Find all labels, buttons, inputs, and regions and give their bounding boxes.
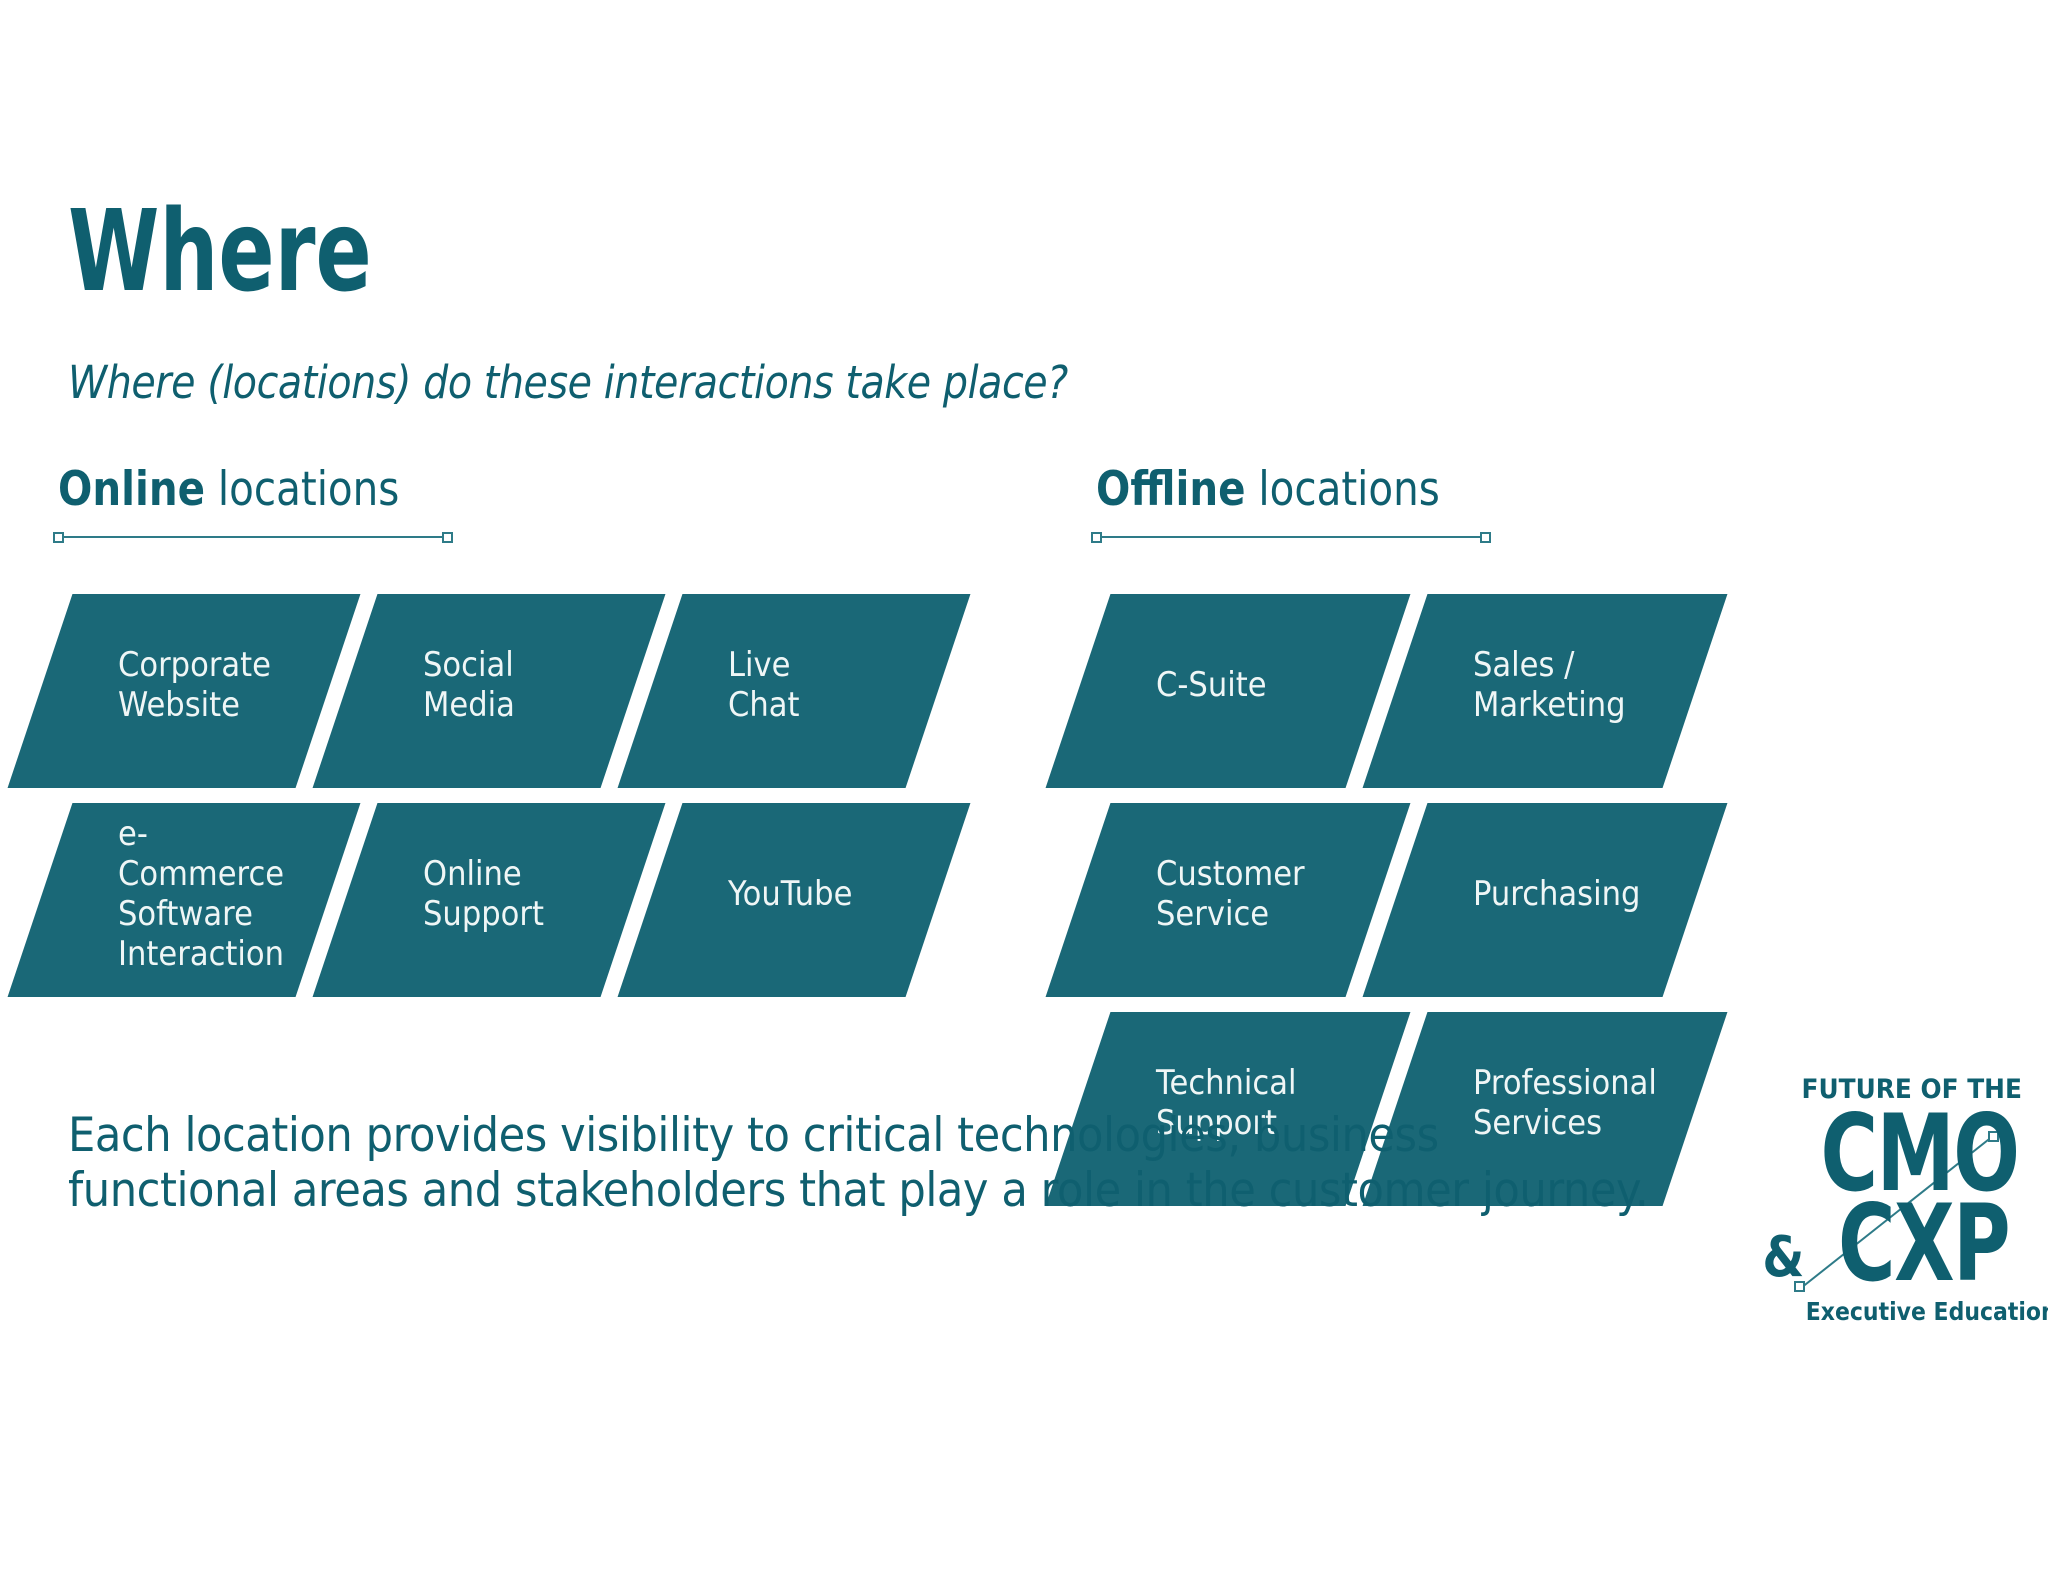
card-live-chat: Live Chat (617, 594, 971, 788)
page-title-text: Where (68, 187, 372, 317)
offline-underline (1091, 532, 1491, 543)
logo-cxp: CXP (1837, 1182, 2011, 1306)
card-sales-marketing: Sales / Marketing (1362, 594, 1728, 788)
logo-diagonal-line (1794, 1131, 1999, 1292)
card-purchasing: Purchasing (1362, 803, 1728, 997)
offline-heading: Offline locations (1096, 462, 1440, 517)
footer-line-1: Each location provides visibility to cri… (68, 1108, 1439, 1163)
online-heading: Online locations (58, 462, 399, 517)
logo-amp-cxp: & CXP (1762, 1191, 2010, 1297)
card-label: Sales / Marketing (1473, 645, 1626, 725)
logo-future-cmo-cxp: FUTURE OF THE CMO & CXP Executive Educat… (1762, 1074, 2048, 1332)
card-c-suite: C-Suite (1045, 594, 1411, 788)
offline-section: Offline locations C-Suite Sales / Market… (1045, 462, 2023, 1206)
online-section: Online locations Corporate Website Socia… (7, 462, 985, 1022)
subtitle: Where (locations) do these interactions … (68, 356, 1204, 409)
card-label: Purchasing (1473, 874, 1641, 915)
card-corporate-website: Corporate Website (7, 594, 361, 788)
card-label: e-Commerce Software Interaction (118, 814, 285, 974)
logo-ampersand: & (1762, 1225, 1805, 1291)
card-label: Social Media (423, 645, 515, 725)
online-cards-grid: Corporate Website Social Media Live Chat… (7, 594, 971, 997)
offline-heading-bold: Offline (1096, 462, 1246, 517)
card-customer-service: Customer Service (1045, 803, 1411, 997)
online-underline (53, 532, 453, 543)
card-youtube: YouTube (617, 803, 971, 997)
card-label: Live Chat (728, 645, 800, 725)
online-heading-bold: Online (58, 462, 206, 517)
card-ecommerce-software-interaction: e-Commerce Software Interaction (7, 803, 361, 997)
subtitle-text: Where (locations) do these interactions … (68, 356, 1068, 409)
card-label: C-Suite (1156, 665, 1267, 706)
underline-endpoint-square (442, 532, 453, 543)
footer-paragraph: Each location provides visibility to cri… (68, 1108, 1649, 1219)
footer-line-2: functional areas and stakeholders that p… (68, 1163, 1649, 1219)
card-social-media: Social Media (312, 594, 666, 788)
offline-heading-rest: locations (1245, 462, 1440, 517)
online-heading-rest: locations (205, 462, 400, 517)
logo-series: Executive Education Series (1805, 1297, 2048, 1327)
underline-endpoint-square (1480, 532, 1491, 543)
logo-kicker: FUTURE OF THE (1801, 1074, 2022, 1105)
card-label: Customer Service (1156, 854, 1305, 934)
underline-endpoint-square (1091, 532, 1102, 543)
card-label: Corporate Website (118, 645, 271, 725)
card-online-support: Online Support (312, 803, 666, 997)
page-title: Where (68, 196, 478, 308)
underline-endpoint-square (53, 532, 64, 543)
card-label: Online Support (423, 854, 544, 934)
card-label: YouTube (728, 874, 853, 915)
